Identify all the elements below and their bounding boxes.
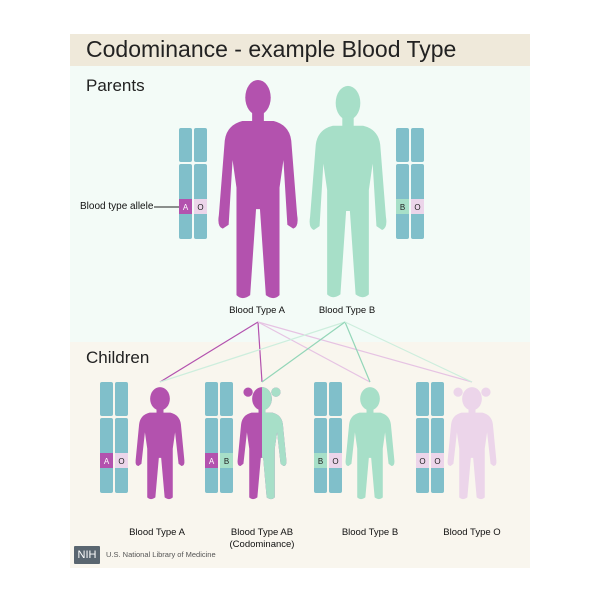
parent-b-figure <box>309 85 387 298</box>
allele-letter: O <box>414 203 420 212</box>
line-a-to-child-o <box>257 321 473 383</box>
inheritance-lines <box>159 321 473 383</box>
allele-band <box>179 199 192 214</box>
chromosome-short-arm <box>100 382 113 416</box>
allele-letter: A <box>183 203 189 212</box>
child-ab-figure <box>237 387 287 500</box>
chromosome-short-arm <box>205 382 218 416</box>
allele-letter: O <box>332 457 338 466</box>
line-b-to-child-ab <box>261 321 346 383</box>
allele-letter: O <box>197 203 203 212</box>
child-o-label: Blood Type O <box>443 527 501 538</box>
chromosome-short-arm <box>220 382 233 416</box>
child-ab-label: Blood Type AB <box>230 527 294 538</box>
chromosome-short-arm <box>411 128 424 162</box>
allele-band <box>411 199 424 214</box>
chromosome-short-arm <box>416 382 429 416</box>
line-b-to-child-b <box>344 321 371 383</box>
allele-letter: O <box>118 457 124 466</box>
allele-band <box>396 199 409 214</box>
allele-letter: A <box>104 457 110 466</box>
child-a-figure <box>135 387 185 500</box>
allele-label: Blood type allele <box>80 201 154 212</box>
child-b-label: Blood Type B <box>341 527 399 538</box>
child-a-label: Blood Type A <box>129 527 185 538</box>
line-a-to-child-ab <box>257 321 263 383</box>
allele-letter: B <box>318 457 323 466</box>
chromosome-short-arm <box>396 128 409 162</box>
allele-band <box>115 453 128 468</box>
line-b-to-child-o <box>344 321 473 383</box>
chromosome-short-arm <box>329 382 342 416</box>
line-a-to-child-b <box>257 321 371 383</box>
parents-heading: Parents <box>86 76 145 95</box>
child-ab-sublabel: (Codominance) <box>229 539 295 550</box>
line-b-to-child-a <box>159 321 346 383</box>
allele-band <box>205 453 218 468</box>
allele-band <box>100 453 113 468</box>
chromosome-short-arm <box>431 382 444 416</box>
allele-letter: B <box>224 457 229 466</box>
allele-letter: A <box>209 457 215 466</box>
child-b-figure <box>345 387 395 500</box>
parent-a-label: Blood Type A <box>229 305 285 316</box>
allele-band <box>194 199 207 214</box>
parents-section <box>70 66 530 342</box>
chromosome-short-arm <box>194 128 207 162</box>
footer-text: U.S. National Library of Medicine <box>106 550 216 559</box>
page-title: Codominance - example Blood Type <box>86 36 457 62</box>
parent-a-figure <box>218 79 298 299</box>
nih-logo: NIH <box>74 546 100 564</box>
allele-letter: B <box>400 203 405 212</box>
allele-band <box>416 453 429 468</box>
allele-band <box>314 453 327 468</box>
chromosome-short-arm <box>179 128 192 162</box>
chromosome-short-arm <box>115 382 128 416</box>
line-a-to-child-a <box>159 321 259 383</box>
allele-letter: O <box>434 457 440 466</box>
allele-letter: O <box>419 457 425 466</box>
title-band <box>70 34 530 66</box>
children-heading: Children <box>86 348 150 367</box>
child-o-figure <box>447 387 497 500</box>
allele-band <box>220 453 233 468</box>
allele-band <box>329 453 342 468</box>
parent-b-label: Blood Type B <box>318 305 376 316</box>
allele-band <box>431 453 444 468</box>
chromosome-short-arm <box>314 382 327 416</box>
